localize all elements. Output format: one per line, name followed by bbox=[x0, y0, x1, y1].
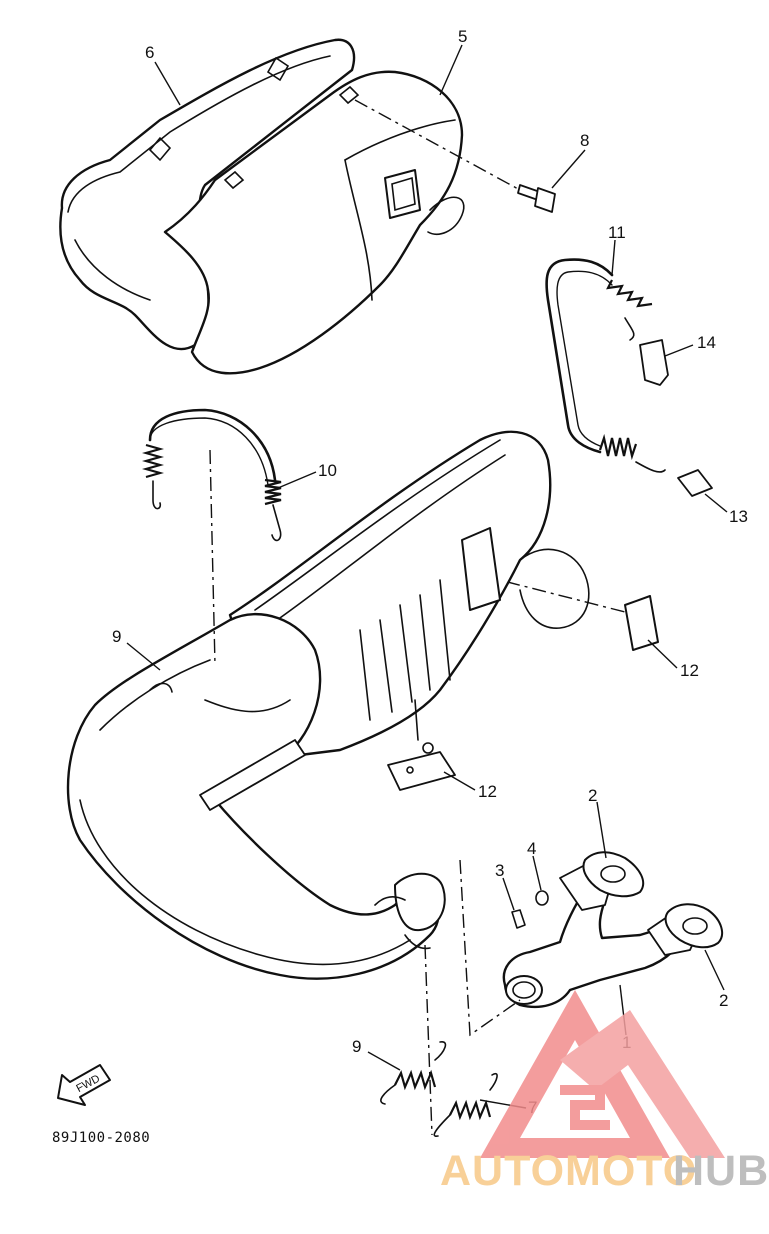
heat-cover-inner bbox=[163, 70, 465, 375]
plate-12-right bbox=[624, 595, 659, 651]
logo-text-automoto: AUTOMOTO bbox=[440, 1147, 697, 1195]
forward-arrow-icon: FWD bbox=[57, 1064, 111, 1106]
callout-2-bottom: 2 bbox=[719, 991, 728, 1010]
callout-9-upper: 9 bbox=[352, 1037, 361, 1056]
callout-4: 4 bbox=[527, 839, 536, 858]
washer-part-4 bbox=[535, 890, 549, 906]
drawing-code: 89J100-2080 bbox=[52, 1130, 150, 1146]
callout-5: 9 bbox=[112, 627, 121, 646]
spring-hanger-10 bbox=[141, 408, 282, 542]
plate-13 bbox=[677, 469, 713, 497]
stay-rod-11 bbox=[545, 258, 666, 473]
gasket-2-bottom bbox=[664, 903, 724, 949]
callout-3: 3 bbox=[495, 861, 504, 880]
callout-12-right: 12 bbox=[680, 661, 699, 680]
gasket-2-top bbox=[582, 851, 645, 898]
logo-triangle-mark bbox=[480, 990, 670, 1158]
callout-2-top: 2 bbox=[588, 786, 597, 805]
callout-7: 6 bbox=[145, 43, 154, 62]
logo-text-hub: HUB bbox=[673, 1147, 769, 1195]
callout-11: 11 bbox=[608, 223, 626, 242]
spring-9-lower bbox=[433, 1072, 498, 1137]
bolt-part-8 bbox=[517, 184, 556, 213]
callout-13: 13 bbox=[729, 507, 748, 526]
automotohub-logo: AUTOMOTO HUB bbox=[440, 990, 769, 1195]
bracket-14 bbox=[639, 339, 669, 386]
muffler-5 bbox=[66, 430, 590, 980]
callout-6: 5 bbox=[458, 27, 467, 46]
spring-9-upper bbox=[380, 1041, 447, 1105]
callout-14: 14 bbox=[697, 333, 716, 352]
bolt-part-3 bbox=[511, 909, 526, 929]
callout-8: 8 bbox=[580, 131, 589, 150]
callout-12-bottom: 12 bbox=[478, 782, 497, 801]
plate-12-bottom bbox=[387, 699, 456, 791]
callout-10: 10 bbox=[318, 461, 337, 480]
